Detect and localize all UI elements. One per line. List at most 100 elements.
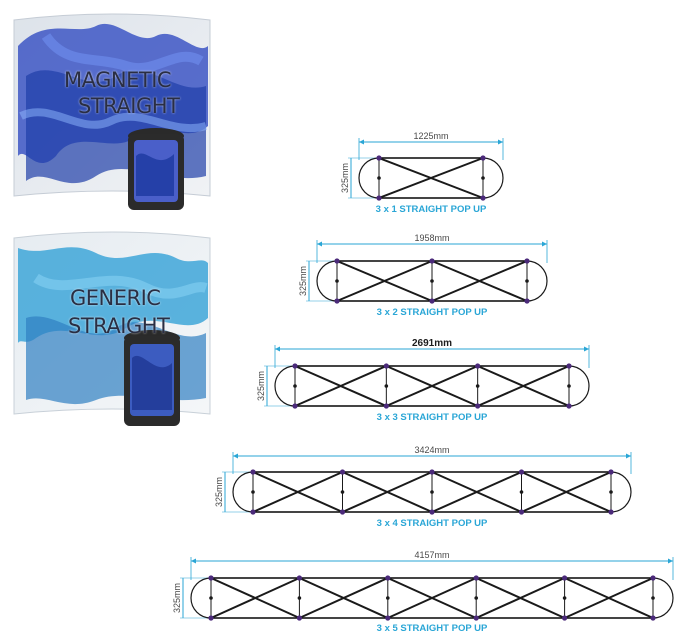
truss-brace <box>387 577 477 619</box>
dimension-arrow <box>275 346 280 352</box>
height-label: 325mm <box>256 371 266 401</box>
frame-hub <box>608 469 614 475</box>
photo-label-line-2: STRAIGHT <box>78 94 180 118</box>
frame-hub <box>475 363 481 369</box>
photo-label-line-2: STRAIGHT <box>68 314 170 338</box>
dimension-arrow <box>317 241 322 247</box>
width-label: 3424mm <box>414 445 449 455</box>
frame-hub <box>251 490 255 494</box>
width-label: 4157mm <box>414 550 449 560</box>
frame-hub <box>297 596 302 600</box>
frame-hub <box>609 490 613 494</box>
frame-hub <box>339 469 346 475</box>
frame-hub <box>385 575 391 581</box>
dimension-arrow <box>191 558 196 564</box>
diagram-caption: 3 x 2 STRAIGHT POP UP <box>377 307 488 318</box>
frame-hub <box>562 575 568 581</box>
width-label: 2691mm <box>412 338 452 349</box>
frame-hub <box>296 575 302 581</box>
frame-hub <box>296 615 302 621</box>
truss-brace <box>378 157 484 199</box>
frame-hub <box>384 384 389 388</box>
frame-hub <box>340 490 345 494</box>
height-label: 325mm <box>214 477 224 507</box>
diagram-caption: 3 x 1 STRAIGHT POP UP <box>376 204 487 215</box>
dimension-arrow <box>359 139 364 145</box>
frame-hub <box>208 615 214 621</box>
frame-hub <box>566 363 572 369</box>
magnetic-straight-photo: MAGNETIC STRAIGHT <box>6 6 218 216</box>
frame-hub <box>377 176 381 180</box>
frame-hub <box>250 509 256 515</box>
frame-hub <box>383 403 389 409</box>
frame-hub <box>650 615 656 621</box>
frame-hub <box>474 596 479 600</box>
frame-hub <box>376 195 382 201</box>
diagram-caption: 3 x 5 STRAIGHT POP UP <box>377 623 488 633</box>
generic-straight-photo: GENERIC STRAIGHT <box>6 228 218 438</box>
frame-hub <box>429 469 435 475</box>
frame-hub <box>567 384 571 388</box>
height-label: 325mm <box>340 163 350 193</box>
frame-hub <box>650 575 656 581</box>
truss-brace <box>477 365 570 407</box>
truss-brace <box>294 365 387 407</box>
frame-hub <box>292 403 298 409</box>
frame-hub <box>334 298 340 304</box>
dimension-arrow <box>542 241 547 247</box>
truss-brace <box>336 260 433 302</box>
frame-hub <box>208 575 214 581</box>
frame-hub <box>651 596 655 600</box>
dimension-arrow <box>233 453 238 459</box>
frame-hub <box>524 298 530 304</box>
frame-hub <box>335 279 339 283</box>
frame-hub <box>250 469 256 475</box>
frame-hub <box>525 279 529 283</box>
photo-label-line-1: GENERIC <box>70 286 161 310</box>
height-label: 325mm <box>172 583 182 613</box>
truss-brace <box>521 471 612 513</box>
frame-hub <box>473 575 479 581</box>
frame-hub <box>518 469 525 475</box>
dimension-arrow <box>584 346 589 352</box>
frame-hub <box>481 176 485 180</box>
frame-hub <box>475 384 480 388</box>
frame-hub <box>376 155 382 161</box>
frame-hub <box>429 298 435 304</box>
frame-hub <box>334 258 340 264</box>
frame-hub <box>480 195 486 201</box>
photo-label-line-1: MAGNETIC <box>64 68 172 92</box>
dimension-arrow <box>668 558 673 564</box>
frame-hub <box>524 258 530 264</box>
truss-brace <box>431 260 528 302</box>
truss-brace <box>342 471 433 513</box>
height-label: 325mm <box>298 266 308 296</box>
width-label: 1225mm <box>413 131 448 141</box>
dimension-arrow <box>626 453 631 459</box>
frame-hub <box>562 596 567 600</box>
frame-hub <box>292 363 298 369</box>
diagram-caption: 3 x 4 STRAIGHT POP UP <box>377 518 488 529</box>
frame-hub <box>475 403 481 409</box>
frame-hub <box>566 403 572 409</box>
frame-hub <box>562 615 568 621</box>
truss-brace <box>564 577 654 619</box>
frame-hub <box>293 384 297 388</box>
truss-brace <box>252 471 343 513</box>
frame-hub <box>429 258 435 264</box>
frame-hub <box>473 615 479 621</box>
truss-brace <box>385 365 479 407</box>
frame-hub <box>430 490 434 494</box>
frame-hub <box>383 363 389 369</box>
dimension-arrow <box>498 139 503 145</box>
frame-hub <box>386 596 390 600</box>
width-label: 1958mm <box>414 233 449 243</box>
frame-hub <box>429 509 435 515</box>
frame-hub <box>519 490 524 494</box>
truss-brace <box>431 471 522 513</box>
frame-hub <box>608 509 614 515</box>
frame-hub <box>339 509 346 515</box>
frame-hub <box>430 279 434 283</box>
frame-hub <box>209 596 213 600</box>
truss-brace <box>298 577 389 619</box>
